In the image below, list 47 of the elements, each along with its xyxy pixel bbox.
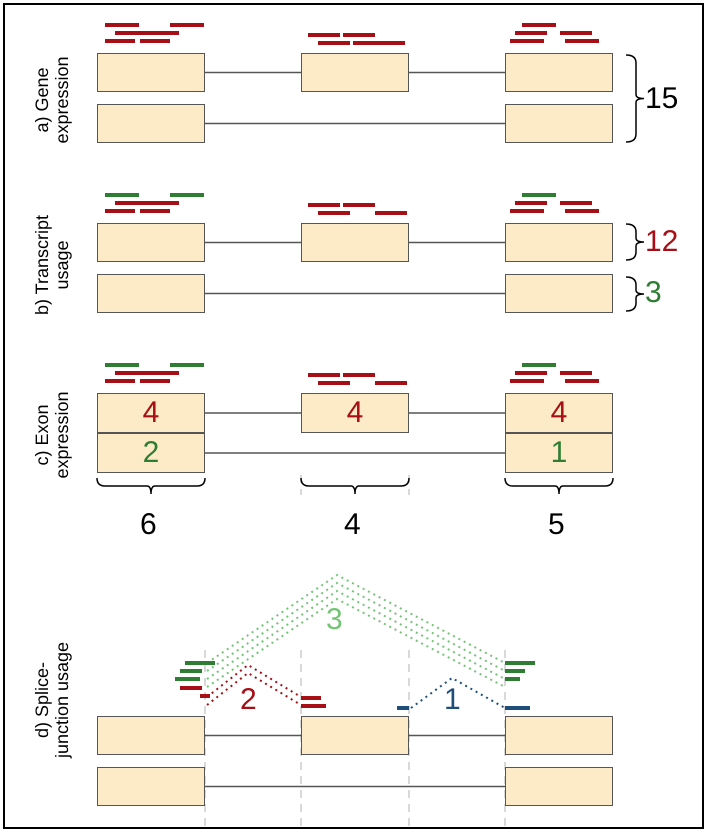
exon-box: 2 xyxy=(97,433,205,473)
exon-box xyxy=(505,223,613,262)
intron-line xyxy=(205,122,505,124)
exon-box xyxy=(97,104,205,143)
exon-box xyxy=(505,274,613,313)
edge-label: 2 xyxy=(240,683,257,717)
exon-box xyxy=(505,104,613,143)
exon-box: 4 xyxy=(97,393,205,433)
exon-box xyxy=(97,53,205,92)
exon-box xyxy=(505,53,613,92)
exon-box xyxy=(301,716,409,755)
intron-line xyxy=(205,452,505,454)
panel-label: a) Gene expression xyxy=(32,55,72,146)
intron-line xyxy=(205,786,505,788)
exon-box: 4 xyxy=(301,393,409,433)
exon-box: 1 xyxy=(505,433,613,473)
intron-line xyxy=(205,734,301,736)
exon-box xyxy=(505,716,613,755)
intron-line xyxy=(205,242,301,244)
count-number: 15 xyxy=(645,82,678,116)
exon-box xyxy=(301,223,409,262)
junction-arc xyxy=(410,676,506,709)
count-number: 6 xyxy=(140,508,157,542)
exon-box xyxy=(97,223,205,262)
exon-box xyxy=(505,767,613,806)
intron-line xyxy=(409,72,505,74)
panel-label: d) Splice-junction usage xyxy=(32,640,72,760)
count-number: 5 xyxy=(548,508,565,542)
panel-label: b) Transcript usage xyxy=(32,214,72,318)
count-number: 4 xyxy=(344,508,361,542)
exon-box xyxy=(97,716,205,755)
panel-label: c) Exon expression xyxy=(32,390,72,481)
count-number: 3 xyxy=(645,276,662,310)
intron-line xyxy=(205,412,301,414)
edge-label: 3 xyxy=(326,603,343,637)
count-number: 12 xyxy=(645,225,678,259)
exon-box xyxy=(97,767,205,806)
junction-arc xyxy=(206,574,506,688)
intron-line xyxy=(409,734,505,736)
intron-line xyxy=(409,242,505,244)
intron-line xyxy=(205,292,505,294)
exon-box xyxy=(301,53,409,92)
intron-line xyxy=(205,72,301,74)
exon-box: 4 xyxy=(505,393,613,433)
exon-box xyxy=(97,274,205,313)
intron-line xyxy=(409,412,505,414)
edge-label: 1 xyxy=(444,683,461,717)
